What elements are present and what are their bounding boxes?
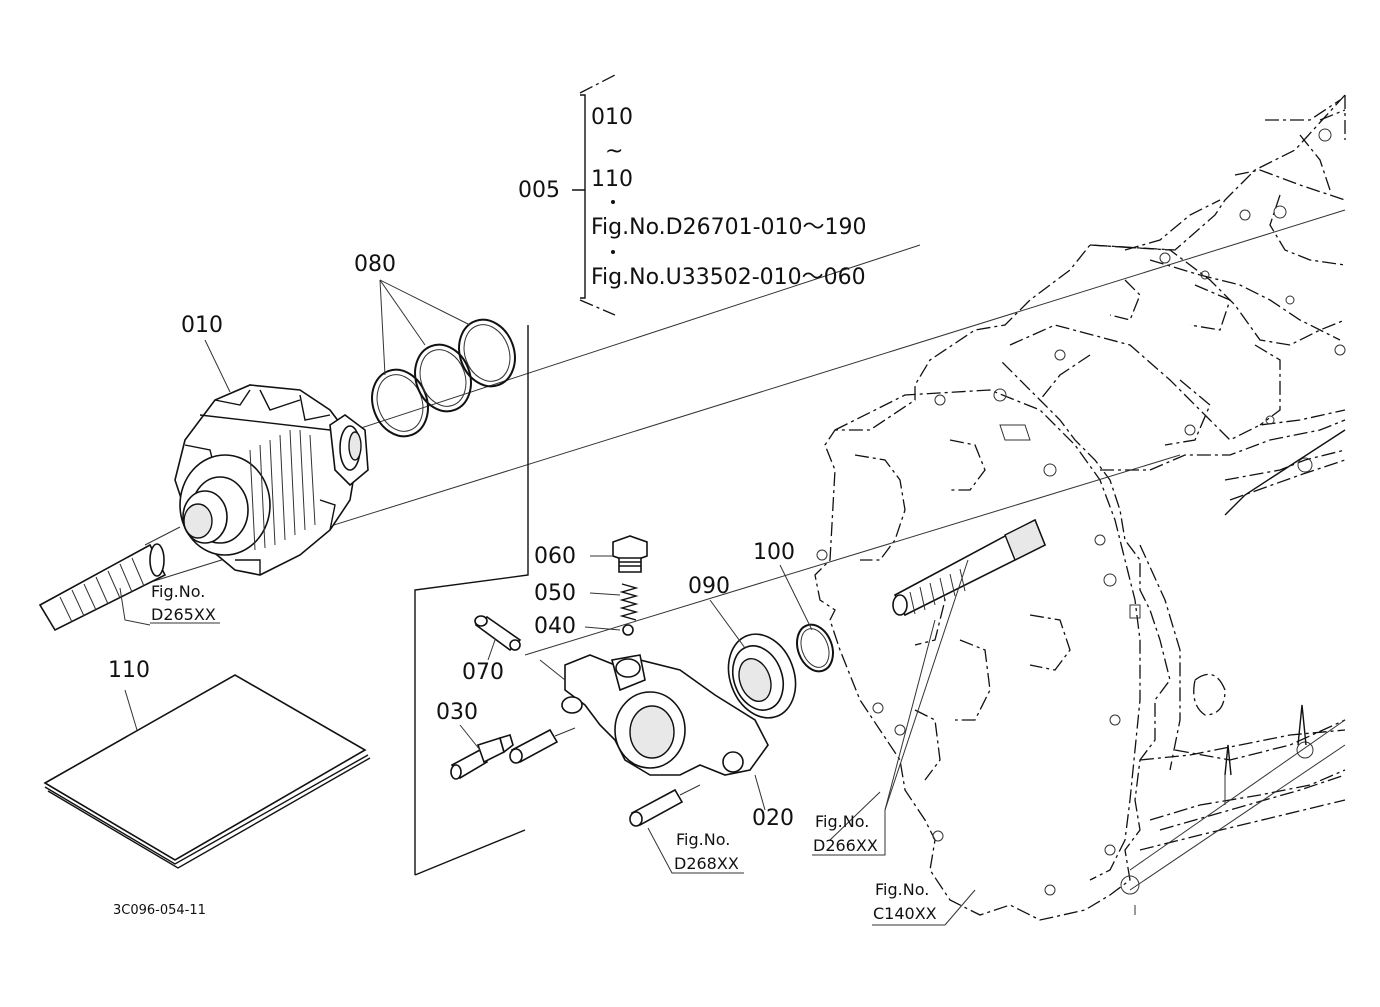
plug-bolt [612,535,648,573]
drawing-code: 3C096-054-11 [113,903,206,918]
housing-bolt [629,784,701,827]
label-part-110[interactable]: 110 [108,658,150,683]
leader-lines [119,279,976,926]
label-part-020[interactable]: 020 [752,806,794,831]
ref-range-start: 010 [591,105,633,130]
fig-ref-label: Fig.No. [676,830,731,849]
clutch-gear-assembly [174,384,369,576]
label-part-040[interactable]: 040 [534,614,576,639]
fig-ref-code[interactable]: C140XX [873,904,937,923]
fig-ref-code[interactable]: D268XX [674,854,739,873]
ball-bearing [727,633,797,719]
small-bolt [509,727,576,764]
callout-frame [414,325,529,876]
label-part-050[interactable]: 050 [534,581,576,606]
ref-fig-d26701[interactable]: Fig.No.D26701-010～190 [591,215,867,240]
fig-ref-code[interactable]: D265XX [151,605,216,624]
snap-ring [796,623,834,673]
reference-bracket [572,74,616,316]
label-part-070[interactable]: 070 [462,660,504,685]
transmission-housing [814,94,1346,921]
label-part-060[interactable]: 060 [534,544,576,569]
ref-range-end: 110 [591,167,633,192]
shift-arm-housing [539,654,769,776]
drive-shaft [892,518,1047,617]
ref-fig-u33502[interactable]: Fig.No.U33502-010～060 [591,265,866,290]
steel-ball [622,624,634,636]
label-part-030[interactable]: 030 [436,700,478,725]
label-part-100[interactable]: 100 [753,540,795,565]
input-shaft [38,526,181,632]
label-part-090[interactable]: 090 [688,574,730,599]
stud-bolt [450,734,514,780]
label-part-005[interactable]: 005 [518,178,560,203]
ref-range-tilde: ~ [605,139,624,164]
spring [619,583,639,621]
fig-ref-code[interactable]: D266XX [813,836,878,855]
dowel-pin [474,615,522,652]
o-rings [371,318,516,438]
fig-ref-label: Fig.No. [815,812,870,831]
fig-ref-label: Fig.No. [151,582,206,601]
label-part-080[interactable]: 080 [354,252,396,277]
operator-manual [43,674,371,869]
label-part-010[interactable]: 010 [181,313,223,338]
fig-ref-label: Fig.No. [875,880,930,899]
